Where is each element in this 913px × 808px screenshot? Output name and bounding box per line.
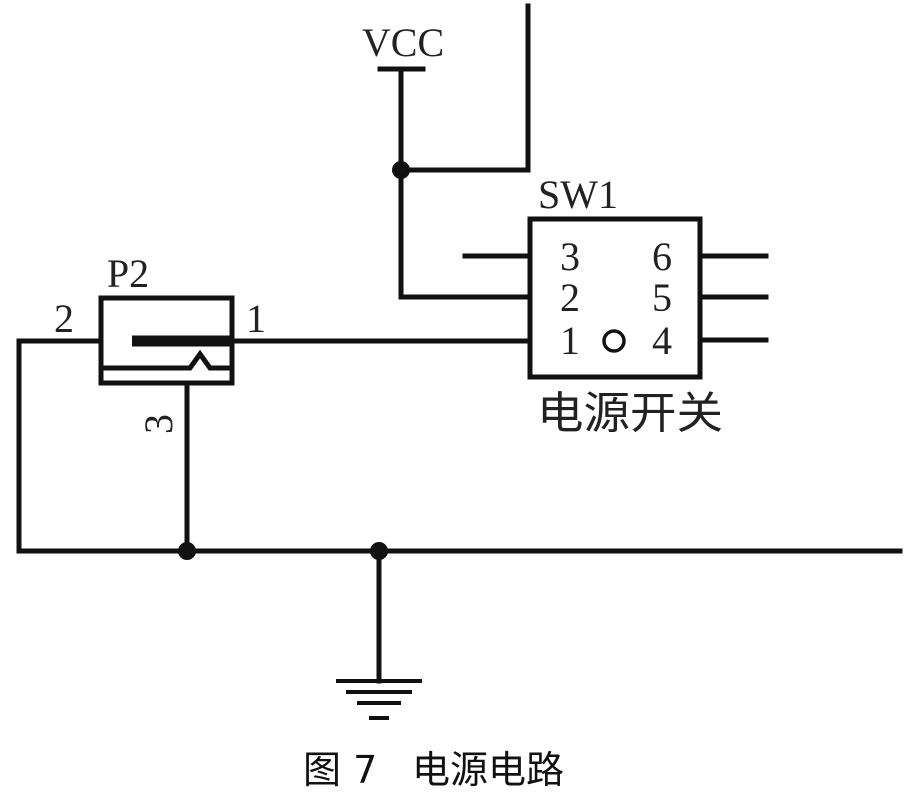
sw1-body: [527, 216, 703, 380]
sw1-ref-label: SW1: [538, 172, 618, 217]
sw1-name-label: 电源开关: [537, 389, 723, 438]
p2-pin-3: 3: [136, 414, 181, 434]
sw1-pin-3: 3: [560, 234, 580, 279]
ground-junction-left: [178, 542, 196, 560]
ground-symbol: [336, 679, 422, 720]
p2-pin-2: 2: [54, 296, 74, 341]
figure-title: 电源电路: [412, 748, 564, 792]
sw1-pin-4: 4: [652, 318, 672, 363]
vcc-junction: [392, 161, 410, 179]
sw1-pin-2: 2: [560, 275, 580, 320]
sw1-pin-6: 6: [652, 234, 672, 279]
p2-pin2-ground-wire: [16, 338, 104, 554]
sw1-pin-5: 5: [652, 275, 672, 320]
p2-pin-1: 1: [246, 296, 266, 341]
p2-ref-label: P2: [107, 251, 149, 296]
top-feed-wire: [398, 3, 531, 173]
p2-spring-contact: [99, 349, 235, 371]
figure-number: 图 7: [303, 748, 377, 792]
vcc-label: VCC: [362, 20, 444, 65]
sw1-pin-1: 1: [560, 318, 580, 363]
vcc-wire: [398, 66, 533, 300]
sw1-pin1-marker: [602, 329, 626, 353]
